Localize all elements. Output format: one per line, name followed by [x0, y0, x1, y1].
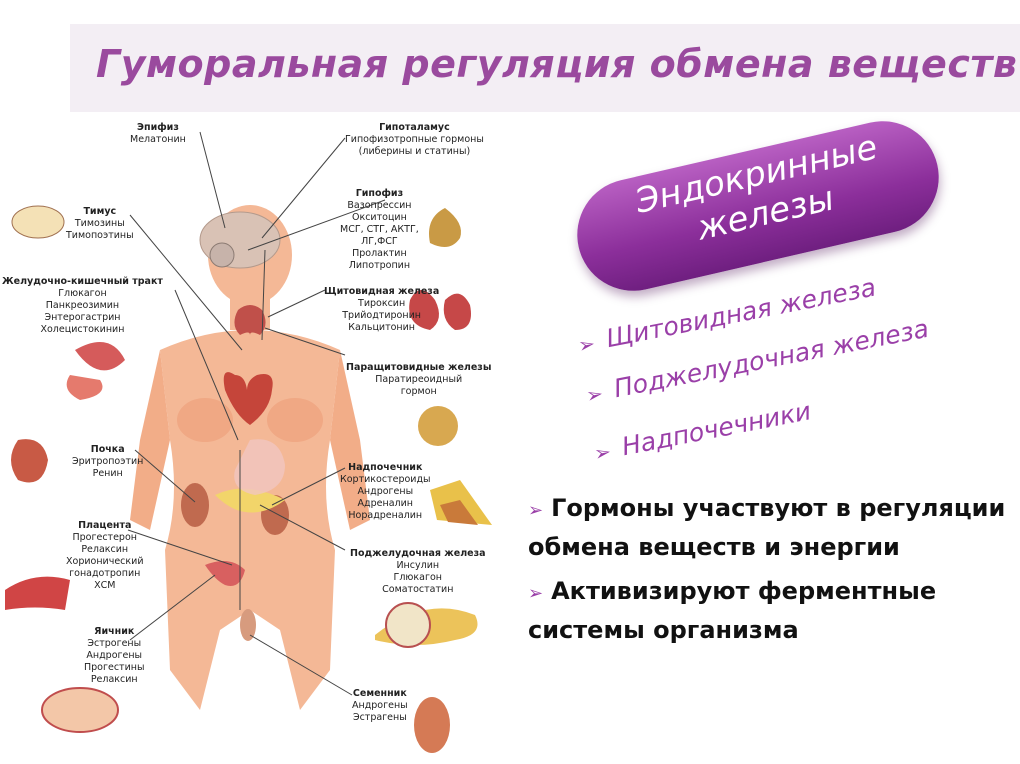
label-parathyroid: Паращитовидные железы Паратиреоидный гор…: [346, 362, 492, 397]
label-thymus: Тимус Тимозины Тимопоэтины: [66, 206, 134, 241]
heart-illustration: [223, 372, 273, 425]
ovary-icon: [41, 687, 119, 733]
kidney-icon: [11, 439, 48, 483]
testis-icon: [414, 697, 450, 753]
gi-tract-icon: [75, 342, 125, 371]
arrow-icon: ➢: [528, 583, 544, 604]
fact-text: Активизируют ферментные системы организм…: [528, 577, 937, 644]
thyroid-icon: [409, 290, 439, 330]
label-epiphysis: Эпифиз Мелатонин: [130, 122, 186, 145]
label-pituitary: Гипофиз Вазопрессин Окситоцин МСГ, СТГ, …: [340, 188, 419, 271]
gland-label: Надпочечники: [619, 396, 814, 462]
arrow-icon: ➢: [528, 500, 544, 521]
arrow-icon: ➢: [583, 380, 606, 408]
facts-list: ➢Гормоны участвуют в регуляции обмена ве…: [528, 490, 1008, 656]
leader-lines: [127, 131, 386, 696]
label-ovary: Яичник Эстрогены Андрогены Прогестины Ре…: [84, 626, 145, 685]
endocrine-badge: Эндокринные железы: [566, 110, 950, 302]
title-band: [70, 24, 1020, 112]
fact-item: ➢Гормоны участвуют в регуляции обмена ве…: [528, 490, 1008, 565]
gland-item-adrenals: ➢Надпочечники: [591, 396, 813, 467]
page-title: Гуморальная регуляция обмена веществ: [96, 42, 1018, 86]
body-illustration: [5, 131, 492, 753]
kidney-left: [181, 483, 209, 527]
uterus: [205, 561, 245, 586]
label-testis: Семенник Андрогены Эстрагены: [352, 688, 408, 723]
placenta-icon: [5, 576, 70, 610]
pancreas-in-body: [215, 488, 285, 513]
fact-item: ➢Активизируют ферментные системы организ…: [528, 573, 1008, 648]
thymus-icon: [11, 205, 65, 239]
stomach: [234, 439, 285, 495]
label-placenta: Плацента Прогестерон Релаксин Хорионичес…: [66, 520, 144, 591]
parathyroid-icon: [418, 406, 458, 446]
endocrine-diagram: Эпифиз Мелатонин Гипоталамус Гипофизотро…: [0, 110, 510, 764]
label-kidney: Почка Эритропоэтин Ренин: [72, 444, 144, 479]
label-pancreas: Поджелудочная железа Инсулин Глюкагон Со…: [350, 548, 486, 595]
thyroid-illustration: [234, 305, 266, 335]
label-gi-tract: Желудочно-кишечный тракт Глюкагон Панкре…: [2, 276, 163, 335]
label-hypothalamus: Гипоталамус Гипофизотропные гормоны (либ…: [345, 122, 484, 157]
label-adrenal: Надпочечник Кортикостероиды Андрогены Ад…: [340, 462, 431, 521]
pituitary-icon: [429, 208, 461, 247]
label-thyroid: Щитовидная железа Тироксин Трийодтиронин…: [324, 286, 440, 333]
fact-text: Гормоны участвуют в регуляции обмена вещ…: [528, 494, 1006, 561]
body-silhouette: [130, 205, 370, 710]
arrow-icon: ➢: [591, 438, 614, 466]
arrow-icon: ➢: [575, 330, 598, 358]
